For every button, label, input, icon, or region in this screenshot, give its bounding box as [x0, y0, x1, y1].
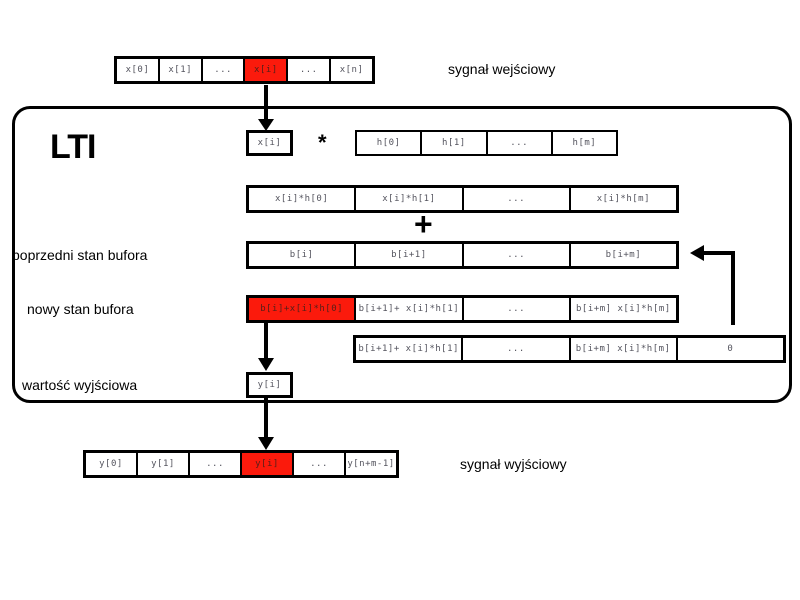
- shifted-buffer-cell: 0: [675, 338, 783, 360]
- sum-operator: +: [414, 206, 433, 242]
- product-cell: x[i]*h[m]: [568, 188, 676, 210]
- output-value-label: wartość wyjściowa: [22, 377, 138, 393]
- lti-system-title: LTI: [50, 128, 96, 166]
- prev-buffer-label: poprzedni stan bufora: [12, 247, 148, 263]
- shifted-buffer-cell: b[i+1]+ x[i]*h[1]: [356, 338, 462, 360]
- impulse-cell: ...: [485, 132, 551, 154]
- impulse-cell: h[0]: [357, 132, 421, 154]
- product-cell: x[i]*h[1]: [354, 188, 462, 210]
- impulse-cell: h[1]: [420, 132, 486, 154]
- output-value-arrow-icon: [258, 398, 274, 450]
- prev-buffer-row: b[i] b[i+1] ... b[i+m]: [246, 241, 679, 269]
- shifted-buffer-row: b[i+1]+ x[i]*h[1] ... b[i+m] x[i]*h[m] 0: [353, 335, 786, 363]
- output-cell: ...: [292, 453, 344, 475]
- input-cell: ...: [286, 59, 330, 81]
- impulse-response-row: h[0] h[1] ... h[m]: [355, 130, 618, 156]
- new-buffer-cell: b[i+1]+ x[i]*h[1]: [354, 298, 462, 320]
- input-signal-row: x[0] x[1] ... x[i] ... x[n]: [114, 56, 375, 84]
- shifted-buffer-cell: b[i+m] x[i]*h[m]: [568, 338, 676, 360]
- prev-buffer-cell: ...: [461, 244, 569, 266]
- prev-buffer-cell: b[i+m]: [568, 244, 676, 266]
- output-signal-row: y[0] y[1] ... y[i] ... y[n+m-1]: [83, 450, 399, 478]
- output-cell: y[1]: [136, 453, 188, 475]
- lti-system-box: [12, 106, 792, 403]
- product-cell: x[i]*h[0]: [249, 188, 355, 210]
- shifted-buffer-cell: ...: [461, 338, 569, 360]
- output-value-cell: y[i]: [246, 372, 293, 398]
- input-cell: x[0]: [117, 59, 158, 81]
- products-row: x[i]*h[0] x[i]*h[1] ... x[i]*h[m]: [246, 185, 679, 213]
- new-buffer-row: b[i]+x[i]*h[0] b[i+1]+ x[i]*h[1] ... b[i…: [246, 295, 679, 323]
- output-cell: y[n+m-1]: [344, 453, 396, 475]
- input-cell-highlighted: x[i]: [243, 59, 287, 81]
- input-signal-label: sygnał wejściowy: [448, 61, 556, 77]
- output-cell-highlighted: y[i]: [240, 453, 292, 475]
- product-cell: ...: [461, 188, 569, 210]
- output-cell: y[0]: [86, 453, 136, 475]
- input-cell: ...: [200, 59, 244, 81]
- input-cell: x[n]: [329, 59, 372, 81]
- prev-buffer-cell: b[i]: [249, 244, 355, 266]
- new-buffer-cell: b[i+m] x[i]*h[m]: [568, 298, 676, 320]
- new-buffer-cell-highlighted: b[i]+x[i]*h[0]: [249, 298, 355, 320]
- output-cell: ...: [188, 453, 240, 475]
- input-cell: x[1]: [157, 59, 201, 81]
- new-buffer-label: nowy stan bufora: [27, 301, 134, 317]
- convolution-operator: *: [318, 130, 327, 155]
- new-buffer-cell: ...: [461, 298, 569, 320]
- impulse-cell: h[m]: [550, 132, 616, 154]
- output-signal-label: sygnał wyjściowy: [460, 456, 567, 472]
- prev-buffer-cell: b[i+1]: [354, 244, 462, 266]
- current-sample-cell: x[i]: [246, 130, 293, 156]
